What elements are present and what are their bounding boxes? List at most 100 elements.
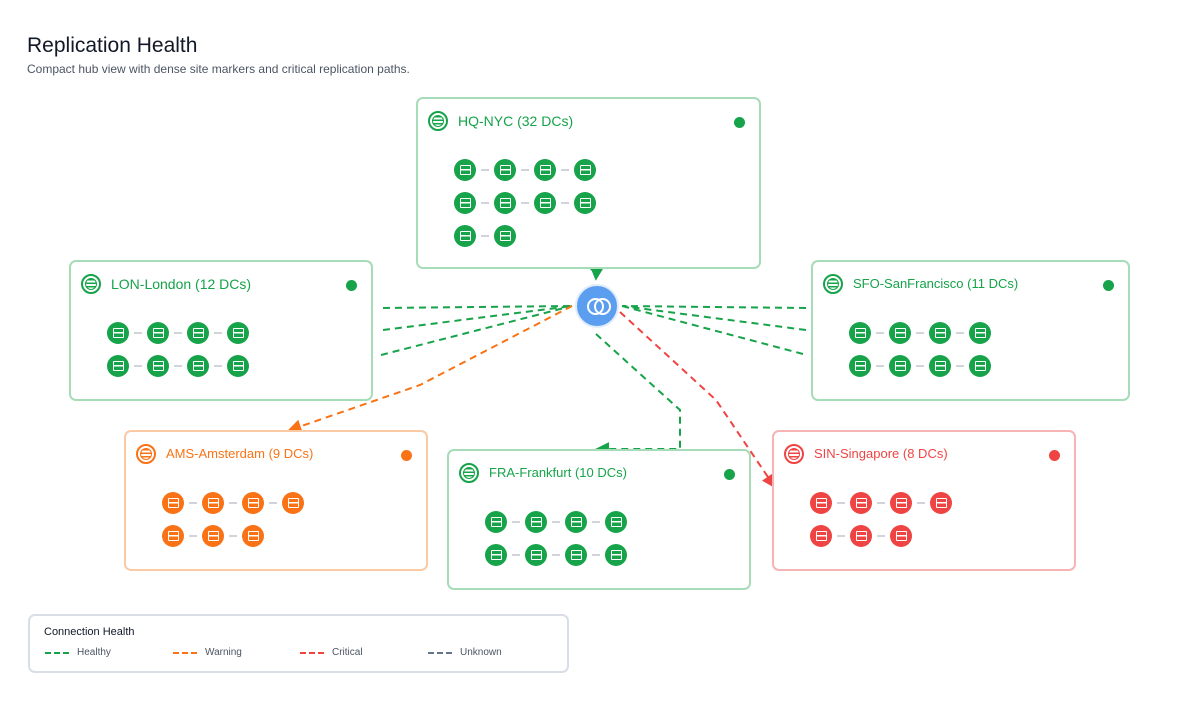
- server-icon[interactable]: [850, 525, 872, 547]
- server-icon[interactable]: [605, 511, 627, 533]
- server-icon[interactable]: [454, 192, 476, 214]
- server-icon[interactable]: [930, 492, 952, 514]
- status-dot: [1103, 280, 1114, 291]
- server-icon[interactable]: [565, 511, 587, 533]
- server-icon[interactable]: [605, 544, 627, 566]
- server-icon[interactable]: [227, 355, 249, 377]
- dc-row: [162, 525, 304, 547]
- site-card-fra-frankfurt[interactable]: FRA-Frankfurt (10 DCs): [447, 449, 751, 590]
- server-icon[interactable]: [574, 159, 596, 181]
- server-icon[interactable]: [187, 322, 209, 344]
- server-icon[interactable]: [202, 492, 224, 514]
- dc-link: [877, 535, 885, 537]
- site-name: SIN-Singapore (8 DCs): [814, 446, 948, 461]
- server-icon[interactable]: [889, 322, 911, 344]
- link-lon-london: [382, 305, 573, 331]
- link-lon-london: [382, 305, 573, 309]
- server-icon[interactable]: [147, 322, 169, 344]
- server-icon[interactable]: [494, 192, 516, 214]
- status-dot: [724, 469, 735, 480]
- site-name: HQ-NYC (32 DCs): [458, 113, 574, 129]
- dc-link: [189, 502, 197, 504]
- dc-grid: [454, 159, 596, 258]
- server-icon[interactable]: [849, 355, 871, 377]
- dc-link: [229, 535, 237, 537]
- site-card-lon-london[interactable]: LON-London (12 DCs): [69, 260, 373, 401]
- server-icon[interactable]: [485, 511, 507, 533]
- server-icon[interactable]: [227, 322, 249, 344]
- dc-row: [162, 492, 304, 514]
- link-lon-london: [380, 305, 573, 356]
- server-icon[interactable]: [454, 225, 476, 247]
- status-dot: [401, 450, 412, 461]
- dc-row: [454, 192, 596, 214]
- server-icon[interactable]: [969, 355, 991, 377]
- server-icon[interactable]: [162, 525, 184, 547]
- server-icon[interactable]: [890, 492, 912, 514]
- link-sfo-sanfrancisco: [621, 305, 807, 309]
- server-icon[interactable]: [107, 322, 129, 344]
- server-icon[interactable]: [810, 525, 832, 547]
- dc-link: [481, 169, 489, 171]
- dc-link: [561, 202, 569, 204]
- dc-link: [552, 554, 560, 556]
- dc-link: [916, 332, 924, 334]
- site-name: AMS-Amsterdam (9 DCs): [166, 446, 314, 461]
- server-icon[interactable]: [202, 525, 224, 547]
- server-icon[interactable]: [565, 544, 587, 566]
- site-icon: [784, 444, 804, 464]
- page-subtitle: Compact hub view with dense site markers…: [27, 62, 410, 76]
- dc-link: [174, 332, 182, 334]
- site-card-hq-nyc[interactable]: HQ-NYC (32 DCs): [416, 97, 761, 269]
- server-icon[interactable]: [485, 544, 507, 566]
- server-icon[interactable]: [107, 355, 129, 377]
- server-icon[interactable]: [534, 192, 556, 214]
- dc-link: [229, 502, 237, 504]
- server-icon[interactable]: [242, 492, 264, 514]
- dc-grid: [162, 492, 304, 558]
- page-title: Replication Health: [27, 34, 198, 57]
- dc-link: [214, 365, 222, 367]
- dc-row: [107, 355, 249, 377]
- legend-label-critical: Critical: [332, 647, 363, 658]
- server-icon[interactable]: [282, 492, 304, 514]
- dc-link: [521, 169, 529, 171]
- site-card-sfo-sanfrancisco[interactable]: SFO-SanFrancisco (11 DCs): [811, 260, 1130, 401]
- legend: Connection Health Healthy Warning Critic…: [28, 614, 569, 673]
- server-icon[interactable]: [525, 511, 547, 533]
- site-card-sin-singapore[interactable]: SIN-Singapore (8 DCs): [772, 430, 1076, 571]
- server-icon[interactable]: [454, 159, 476, 181]
- replication-hub[interactable]: [575, 284, 619, 328]
- server-icon[interactable]: [929, 322, 951, 344]
- server-icon[interactable]: [850, 492, 872, 514]
- dc-link: [837, 502, 845, 504]
- site-icon: [428, 111, 448, 131]
- server-icon[interactable]: [242, 525, 264, 547]
- server-icon[interactable]: [147, 355, 169, 377]
- server-icon[interactable]: [890, 525, 912, 547]
- server-icon[interactable]: [534, 159, 556, 181]
- dc-link: [134, 365, 142, 367]
- dc-row: [485, 511, 627, 533]
- site-icon: [136, 444, 156, 464]
- server-icon[interactable]: [849, 322, 871, 344]
- dc-link: [481, 235, 489, 237]
- site-card-ams-amsterdam[interactable]: AMS-Amsterdam (9 DCs): [124, 430, 428, 571]
- dc-row: [454, 225, 596, 247]
- server-icon[interactable]: [525, 544, 547, 566]
- dc-link: [876, 365, 884, 367]
- server-icon[interactable]: [494, 159, 516, 181]
- server-icon[interactable]: [574, 192, 596, 214]
- server-icon[interactable]: [969, 322, 991, 344]
- dc-link: [916, 365, 924, 367]
- dc-row: [107, 322, 249, 344]
- server-icon[interactable]: [810, 492, 832, 514]
- legend-swatch-healthy: [45, 651, 69, 654]
- server-icon[interactable]: [162, 492, 184, 514]
- server-icon[interactable]: [494, 225, 516, 247]
- server-icon[interactable]: [889, 355, 911, 377]
- server-icon[interactable]: [187, 355, 209, 377]
- link-ams-amsterdam: [287, 305, 573, 433]
- dc-link: [269, 502, 277, 504]
- server-icon[interactable]: [929, 355, 951, 377]
